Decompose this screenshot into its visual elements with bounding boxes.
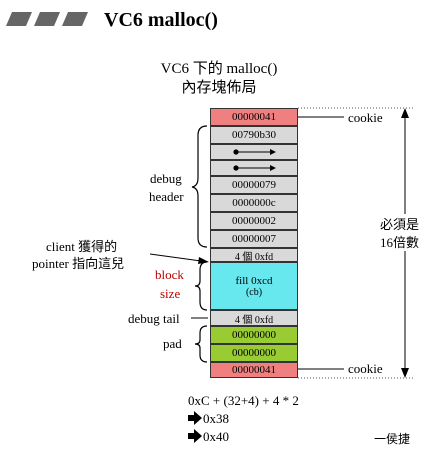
- request-number-cell: 00000007: [210, 230, 298, 248]
- diagram-subtitle-line1: VC6 下的 malloc(): [160, 61, 278, 77]
- diagram-subtitle-line2: 內存塊佈局: [181, 80, 257, 96]
- author-signature: 一侯捷: [374, 432, 411, 446]
- line-number-cell: 00000079: [210, 176, 298, 194]
- formula-line-3: 0x40: [203, 429, 229, 444]
- pad-cell-1: 00000000: [210, 326, 298, 344]
- pointer-prev-cell: [210, 160, 298, 176]
- debug-header-label-1: debug: [150, 171, 182, 186]
- multiple-of-16-label-2: 16倍數: [380, 232, 420, 251]
- arrow-right-icon: [233, 165, 276, 171]
- block-size-label-2: size: [160, 286, 181, 301]
- debug-tail-label: debug tail: [128, 311, 180, 326]
- cookie-top-label: cookie: [348, 110, 383, 125]
- cookie-bottom-label: cookie: [348, 361, 383, 376]
- data-size-cell: 0000000c: [210, 194, 298, 212]
- pad-cell-2: 00000000: [210, 344, 298, 362]
- formula-line-2: 0x38: [203, 411, 229, 426]
- block-type-cell: 00000002: [210, 212, 298, 230]
- cookie-bottom-cell: 00000041: [210, 362, 298, 378]
- pad-label: pad: [163, 336, 182, 351]
- debug-header-label-2: header: [149, 189, 184, 204]
- client-pointer-label-1: client 獲得的: [46, 239, 118, 254]
- arrow-right-icon: [233, 149, 276, 155]
- cookie-top-cell: 00000041: [210, 108, 298, 126]
- title-bars-decoration: [6, 12, 88, 26]
- fill-sublabel: (cb): [245, 286, 263, 298]
- pointer-next-cell: [210, 144, 298, 160]
- formula-line-1: 0xC + (32+4) + 4 * 2: [188, 393, 299, 408]
- client-pointer-label-2: pointer 指向這兒: [32, 256, 125, 271]
- user-data-fill-cell: fill 0xcd (cb): [210, 262, 298, 310]
- fill-label: fill 0xcd: [235, 274, 273, 287]
- page-title: VC6 malloc(): [104, 9, 218, 31]
- block-size-label-1: block: [155, 267, 184, 282]
- address-cell: 00790b30: [210, 126, 298, 144]
- multiple-of-16-label-1: 必須是: [380, 214, 420, 233]
- debug-tail-cell: 4 個 0xfd: [210, 310, 298, 326]
- no-mans-land-gap-cell: 4 個 0xfd: [210, 248, 298, 263]
